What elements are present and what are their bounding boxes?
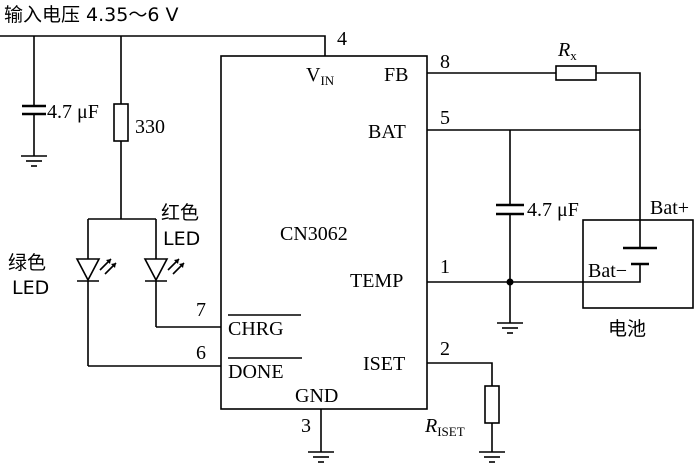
input-rail-wire: [0, 35, 326, 56]
ground-icon-riset: [478, 451, 506, 463]
pin-bat-label: BAT: [368, 121, 406, 143]
ground-icon-input-cap: [20, 155, 48, 167]
iset-wire: [427, 362, 493, 386]
rx-resistor: [555, 65, 597, 81]
chip-name: CN3062: [280, 223, 348, 245]
riset-label: RISET: [424, 415, 465, 439]
rx-to-battery-wire: [596, 72, 641, 130]
green-led-label-line1: 绿色: [8, 252, 46, 274]
battery-plus-label: Bat+: [650, 197, 689, 219]
green-led-label-line2: LED: [12, 277, 49, 299]
red-led: [143, 219, 185, 327]
green-led: [75, 219, 117, 366]
red-led-label-line1: 红色: [161, 202, 199, 224]
chip-body: [220, 55, 428, 410]
input-voltage-label: 输入电压 4.35～6 V: [4, 4, 178, 26]
pin-iset-label: ISET: [363, 353, 405, 375]
battery-minus-label: Bat−: [588, 260, 627, 282]
ground-icon-chip: [307, 451, 335, 463]
riset-resistor: [484, 385, 500, 424]
led-resistor: [113, 36, 129, 219]
pin-temp-label: TEMP: [350, 270, 403, 292]
temp-wire: [427, 264, 641, 283]
pin-fb-label: FB: [384, 64, 408, 86]
input-capacitor: [20, 36, 48, 167]
battery-caption: 电池: [608, 318, 646, 340]
red-led-label-line2: LED: [163, 228, 200, 250]
ground-icon-bat-cap: [496, 322, 524, 334]
battery-box: [582, 219, 694, 309]
pin-done-number: 6: [196, 342, 206, 364]
battery-capacitor: [496, 130, 524, 334]
led-resistor-label: 330: [135, 116, 165, 138]
pin-gnd-number: 3: [301, 415, 311, 437]
rx-label: Rx: [557, 39, 577, 63]
junction-dot: [506, 278, 514, 286]
bat-wire: [427, 129, 641, 248]
pin-bat-number: 5: [440, 107, 450, 129]
input-capacitor-label: 4.7 μF: [47, 101, 99, 123]
pin-chrg-label: CHRG: [228, 318, 284, 340]
pin-chrg-number: 7: [196, 299, 206, 321]
pin-fb-number: 8: [440, 51, 450, 73]
pin-iset-number: 2: [440, 338, 450, 360]
pin-vin-number: 4: [337, 28, 347, 50]
pin-vin-label: VIN: [306, 64, 335, 88]
pin-temp-number: 1: [440, 256, 450, 278]
pin-gnd-label: GND: [295, 385, 338, 407]
battery-capacitor-label: 4.7 μF: [527, 199, 579, 221]
pin-done-label: DONE: [228, 361, 284, 383]
